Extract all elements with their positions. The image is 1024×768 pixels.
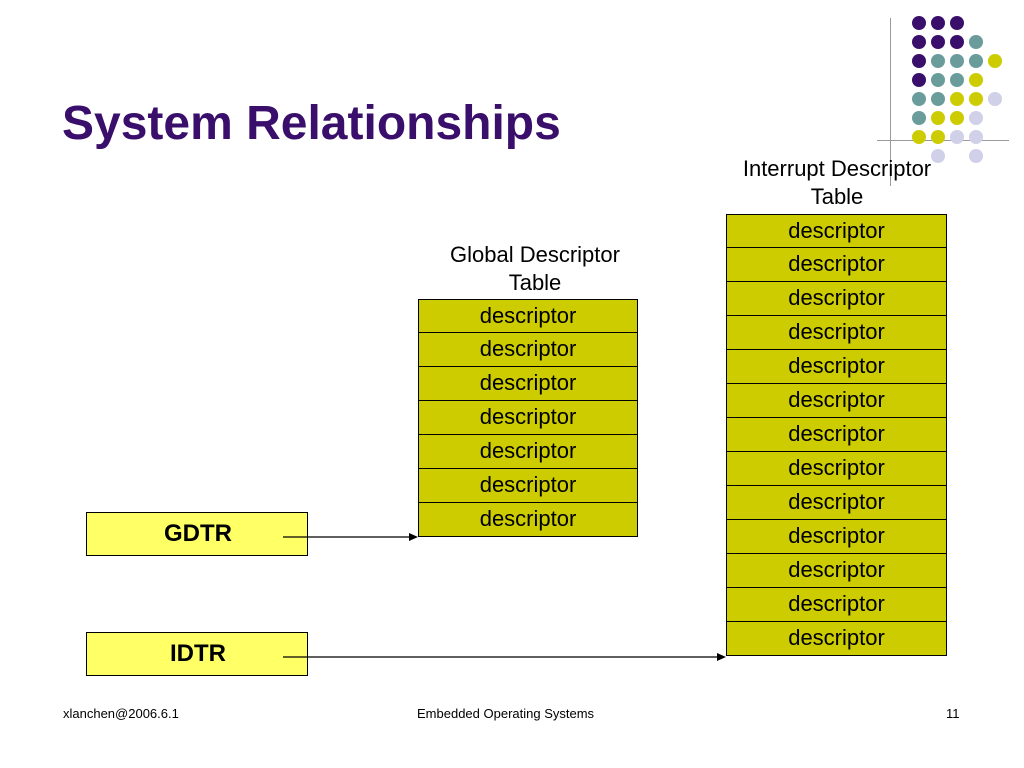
decoration-dot xyxy=(950,92,964,106)
idt-title: Interrupt Descriptor Table xyxy=(726,155,948,211)
decoration-dot xyxy=(931,73,945,87)
gdt-title-line2: Table xyxy=(508,270,562,295)
idt-descriptor-entry: descriptor xyxy=(726,282,947,316)
gdt-descriptor-entry: descriptor xyxy=(418,299,638,333)
decoration-dot xyxy=(969,54,983,68)
gdtr-label: GDTR xyxy=(164,520,232,547)
decoration-dot xyxy=(969,35,983,49)
gdt-descriptor-entry: descriptor xyxy=(418,469,638,503)
idt-descriptor-entry: descriptor xyxy=(726,316,947,350)
decoration-dot xyxy=(950,111,964,125)
idt-descriptor-entry: descriptor xyxy=(726,214,947,248)
idtr-label: IDTR xyxy=(170,640,226,667)
decoration-dot xyxy=(969,111,983,125)
decoration-dot xyxy=(931,92,945,106)
footer-author-date: xlanchen@2006.6.1 xyxy=(63,706,179,721)
decoration-dot xyxy=(912,35,926,49)
decoration-dot xyxy=(912,92,926,106)
decoration-dot xyxy=(988,92,1002,106)
idt-descriptor-entry: descriptor xyxy=(726,622,947,656)
gdt-descriptor-entry: descriptor xyxy=(418,503,638,537)
slide-title: System Relationships xyxy=(62,97,561,150)
gdt-descriptor-entry: descriptor xyxy=(418,401,638,435)
decoration-dot xyxy=(931,149,945,163)
idt-descriptor-entry: descriptor xyxy=(726,588,947,622)
idt-title-line1: Interrupt Descriptor xyxy=(742,156,932,181)
decoration-dot xyxy=(912,73,926,87)
decoration-dot xyxy=(931,16,945,30)
decoration-dot xyxy=(931,111,945,125)
decoration-dot xyxy=(969,73,983,87)
idt-descriptor-entry: descriptor xyxy=(726,418,947,452)
idt-descriptor-entry: descriptor xyxy=(726,350,947,384)
decoration-dot xyxy=(912,16,926,30)
idt-descriptor-entry: descriptor xyxy=(726,520,947,554)
idt-descriptor-entry: descriptor xyxy=(726,384,947,418)
decoration-vertical-line xyxy=(890,18,891,186)
decoration-dot xyxy=(950,35,964,49)
decoration-dot xyxy=(988,54,1002,68)
gdtr-register: GDTR xyxy=(86,512,308,556)
decoration-dot xyxy=(912,54,926,68)
gdt-title: Global Descriptor Table xyxy=(425,241,645,297)
idtr-register: IDTR xyxy=(86,632,308,676)
decoration-dot xyxy=(950,73,964,87)
decoration-dot xyxy=(931,130,945,144)
gdt-descriptor-entry: descriptor xyxy=(418,333,638,367)
gdt-descriptor-entry: descriptor xyxy=(418,367,638,401)
decoration-dot xyxy=(912,111,926,125)
decoration-dot xyxy=(950,16,964,30)
decoration-dot xyxy=(931,54,945,68)
idt-descriptor-entry: descriptor xyxy=(726,554,947,588)
idt-descriptor-entry: descriptor xyxy=(726,248,947,282)
footer-page-number: 11 xyxy=(946,706,960,721)
decoration-dot xyxy=(969,92,983,106)
decoration-dot xyxy=(950,54,964,68)
idt-descriptor-entry: descriptor xyxy=(726,486,947,520)
footer-course-title: Embedded Operating Systems xyxy=(417,706,595,721)
decoration-dot xyxy=(969,149,983,163)
gdt-title-line1: Global Descriptor xyxy=(450,242,620,267)
decoration-dot xyxy=(950,130,964,144)
decoration-dot xyxy=(969,130,983,144)
decoration-dot xyxy=(931,35,945,49)
gdt-descriptor-entry: descriptor xyxy=(418,435,638,469)
idt-title-line2: Table xyxy=(810,184,864,209)
decoration-dot xyxy=(912,130,926,144)
idt-descriptor-entry: descriptor xyxy=(726,452,947,486)
idtr-to-idt-arrow xyxy=(283,653,726,661)
